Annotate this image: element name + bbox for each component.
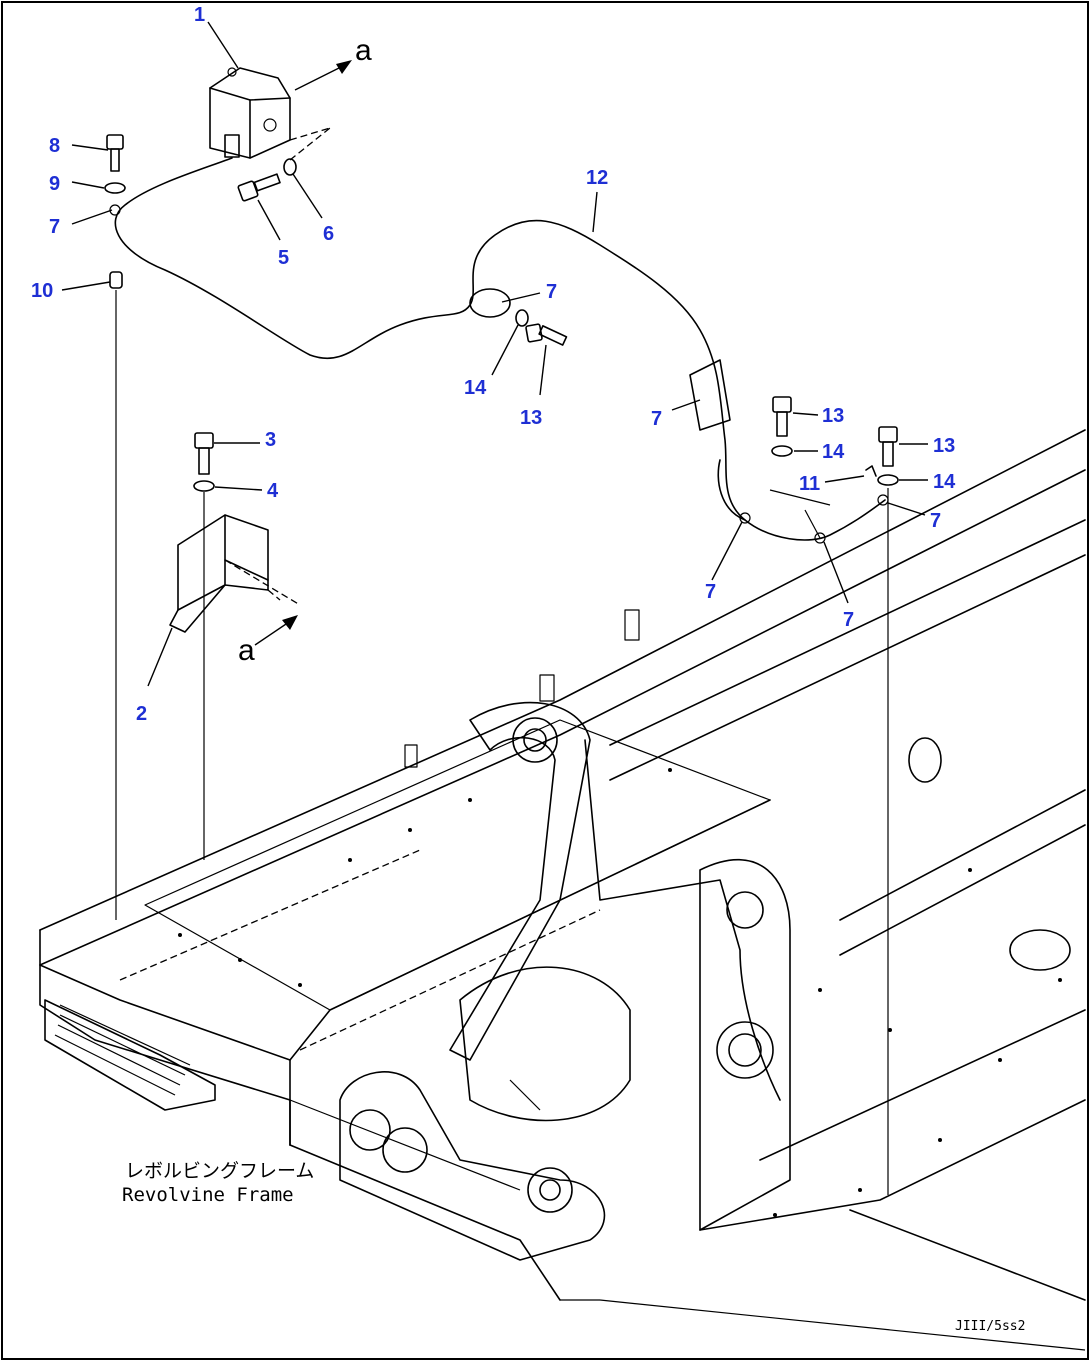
callout-1: 1: [194, 4, 205, 26]
callout-14-middle: 14: [464, 377, 487, 399]
view-arrow-bottom: a: [238, 615, 298, 667]
callout-7-lower-right: 7: [843, 609, 854, 631]
view-arrow-top: a: [294, 34, 372, 91]
caption-english: Revolvine Frame: [122, 1184, 294, 1206]
callout-3: 3: [265, 429, 276, 451]
callout-2: 2: [136, 703, 147, 725]
callout-7-right: 7: [930, 510, 941, 532]
callout-13-right-a: 13: [822, 405, 844, 427]
caption-japanese: レボルビングフレーム: [125, 1160, 314, 1182]
part-1-device: [209, 67, 291, 159]
part-2-bracket: [169, 514, 301, 633]
drawing-code: JIII/5ss2: [955, 1319, 1025, 1334]
callout-11: 11: [799, 473, 820, 495]
revolving-frame: [39, 429, 1086, 1351]
callout-7-middle: 7: [546, 281, 557, 303]
callout-6: 6: [323, 223, 334, 245]
callout-13-right-b: 13: [933, 435, 955, 457]
callout-5: 5: [278, 247, 289, 269]
callout-7-lower-left: 7: [705, 581, 716, 603]
callout-8: 8: [49, 135, 60, 157]
frame-caption: レボルビングフレーム Revolvine Frame: [122, 1160, 314, 1206]
callout-13-middle: 13: [520, 407, 542, 429]
callout-14-right-a: 14: [822, 441, 845, 463]
install-lines: [115, 290, 889, 1195]
callout-7-pad: 7: [651, 408, 662, 430]
callout-7-left: 7: [49, 216, 60, 238]
callout-14-right-b: 14: [933, 471, 956, 493]
callout-9: 9: [49, 173, 60, 195]
callout-10: 10: [31, 280, 53, 302]
view-label-bottom: a: [238, 634, 255, 667]
part-12-wire-harness: [109, 157, 889, 544]
callout-12: 12: [586, 167, 608, 189]
callout-4: 4: [267, 480, 279, 502]
fasteners: [104, 127, 899, 492]
callout-labels: 1 2 3 4 5 6 7 7 7 7 7 7 7 8 9 10 11 12 1…: [31, 4, 956, 725]
leader-lines: [61, 21, 928, 687]
view-label-top: a: [355, 34, 372, 67]
